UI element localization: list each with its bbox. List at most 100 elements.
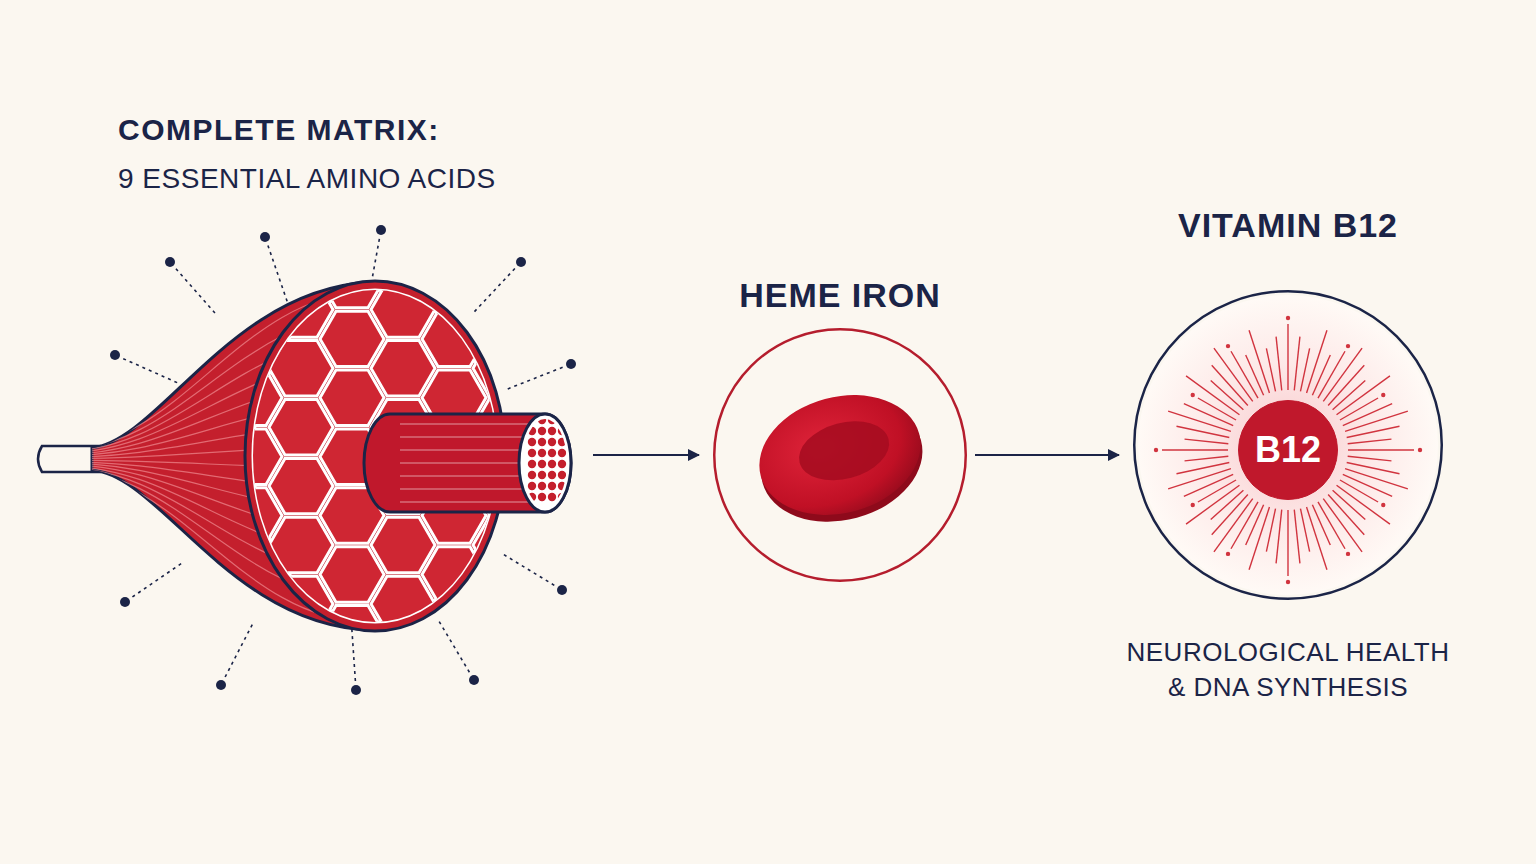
- ray-dot: [1346, 344, 1350, 348]
- fibre-dot: [538, 482, 546, 490]
- fascicle: [167, 576, 231, 631]
- fibre-dot: [558, 493, 566, 501]
- dot: [216, 680, 226, 690]
- fascicle: [422, 665, 486, 720]
- stripe: [400, 437, 530, 438]
- fascicle: [473, 694, 537, 750]
- fascicle: [269, 400, 333, 455]
- fascicle: [218, 723, 282, 778]
- fibre-dot: [538, 493, 546, 501]
- ray: [1340, 480, 1378, 502]
- fascicle: [269, 694, 333, 750]
- red-blood-cell: [746, 378, 936, 539]
- stripe: [400, 450, 530, 451]
- arrow-connector: [975, 454, 1119, 456]
- bundle-fibres: [528, 416, 566, 501]
- fascicle: [269, 458, 333, 513]
- fascicle: [167, 341, 231, 396]
- ray: [1294, 337, 1300, 391]
- ray-dot: [1191, 393, 1195, 397]
- ray: [1246, 505, 1264, 545]
- fibre-dot: [548, 460, 556, 468]
- ray-dot: [1286, 580, 1290, 584]
- fibre-dot: [548, 438, 556, 446]
- dotted-line: [123, 359, 179, 384]
- circle-outline: [1239, 401, 1338, 500]
- ray: [1168, 469, 1231, 489]
- ray-dot: [1286, 316, 1290, 320]
- fascicle: [167, 458, 231, 513]
- ray: [1340, 398, 1378, 420]
- fascicle: [167, 517, 231, 572]
- fibre-dot: [558, 460, 566, 468]
- fascicle: [473, 282, 537, 338]
- ray: [1276, 337, 1282, 391]
- ray: [1249, 507, 1269, 570]
- dot: [110, 350, 120, 360]
- ray: [1249, 330, 1269, 393]
- ray: [1276, 510, 1282, 564]
- fascicle: [167, 753, 231, 809]
- fascicle: [218, 193, 282, 248]
- ray: [1300, 509, 1309, 552]
- fascicle: [269, 282, 333, 338]
- ray-dot: [1226, 552, 1230, 556]
- arrow-connector: [593, 454, 699, 456]
- ray: [1307, 507, 1327, 570]
- node-heading: HEME IRON: [739, 276, 941, 315]
- node-heading: B12: [1255, 429, 1321, 471]
- fascicle: [320, 193, 384, 248]
- ray: [1184, 474, 1233, 496]
- fascicle: [422, 723, 486, 778]
- fascicle: [167, 812, 231, 864]
- ray: [1168, 411, 1231, 431]
- ray: [1348, 439, 1392, 444]
- ray: [1185, 456, 1229, 461]
- fibre-dot: [558, 427, 566, 435]
- fascicle: [167, 400, 231, 455]
- fibre-dot: [548, 449, 556, 457]
- fibre-dot: [538, 449, 546, 457]
- dotted-line: [225, 623, 253, 677]
- fascicle: [218, 606, 282, 661]
- fascicle: [371, 635, 435, 690]
- dotted-line: [132, 562, 182, 596]
- fascicle: [473, 812, 537, 864]
- fascicle: [371, 282, 435, 338]
- ray: [1312, 355, 1330, 395]
- fascicle: [269, 576, 333, 631]
- bundle-stripes: [400, 424, 530, 502]
- ray: [1294, 510, 1300, 564]
- ray: [1162, 449, 1228, 450]
- ray: [1266, 348, 1275, 391]
- node-caption: 9 ESSENTIAL AMINO ACIDS: [118, 163, 496, 195]
- dot: [516, 257, 526, 267]
- fibre-dot: [538, 427, 546, 435]
- fascicle: [320, 841, 384, 864]
- fascicle: [473, 341, 537, 396]
- ray-dot: [1381, 393, 1385, 397]
- fascicle: [371, 517, 435, 572]
- ray: [1287, 510, 1288, 576]
- fascicle: [473, 635, 537, 690]
- fascicle: [371, 576, 435, 631]
- fibre-dot: [528, 460, 536, 468]
- fascicle: [269, 517, 333, 572]
- dotted-line: [176, 269, 216, 315]
- dot: [557, 585, 567, 595]
- fibre-dot: [548, 471, 556, 479]
- stripe: [400, 463, 530, 464]
- fascicle: [371, 341, 435, 396]
- fascicle: [422, 841, 486, 864]
- ray: [1348, 449, 1414, 450]
- fascicle: [218, 547, 282, 603]
- b12-rays: [1154, 316, 1422, 584]
- stripe: [400, 476, 530, 477]
- fibre-dot: [548, 482, 556, 490]
- dotted-line: [268, 246, 288, 304]
- fascicle: [371, 223, 435, 278]
- fascicle: [167, 694, 231, 750]
- ray: [1300, 348, 1309, 391]
- ray: [1348, 456, 1392, 461]
- circle-outline: [714, 329, 966, 581]
